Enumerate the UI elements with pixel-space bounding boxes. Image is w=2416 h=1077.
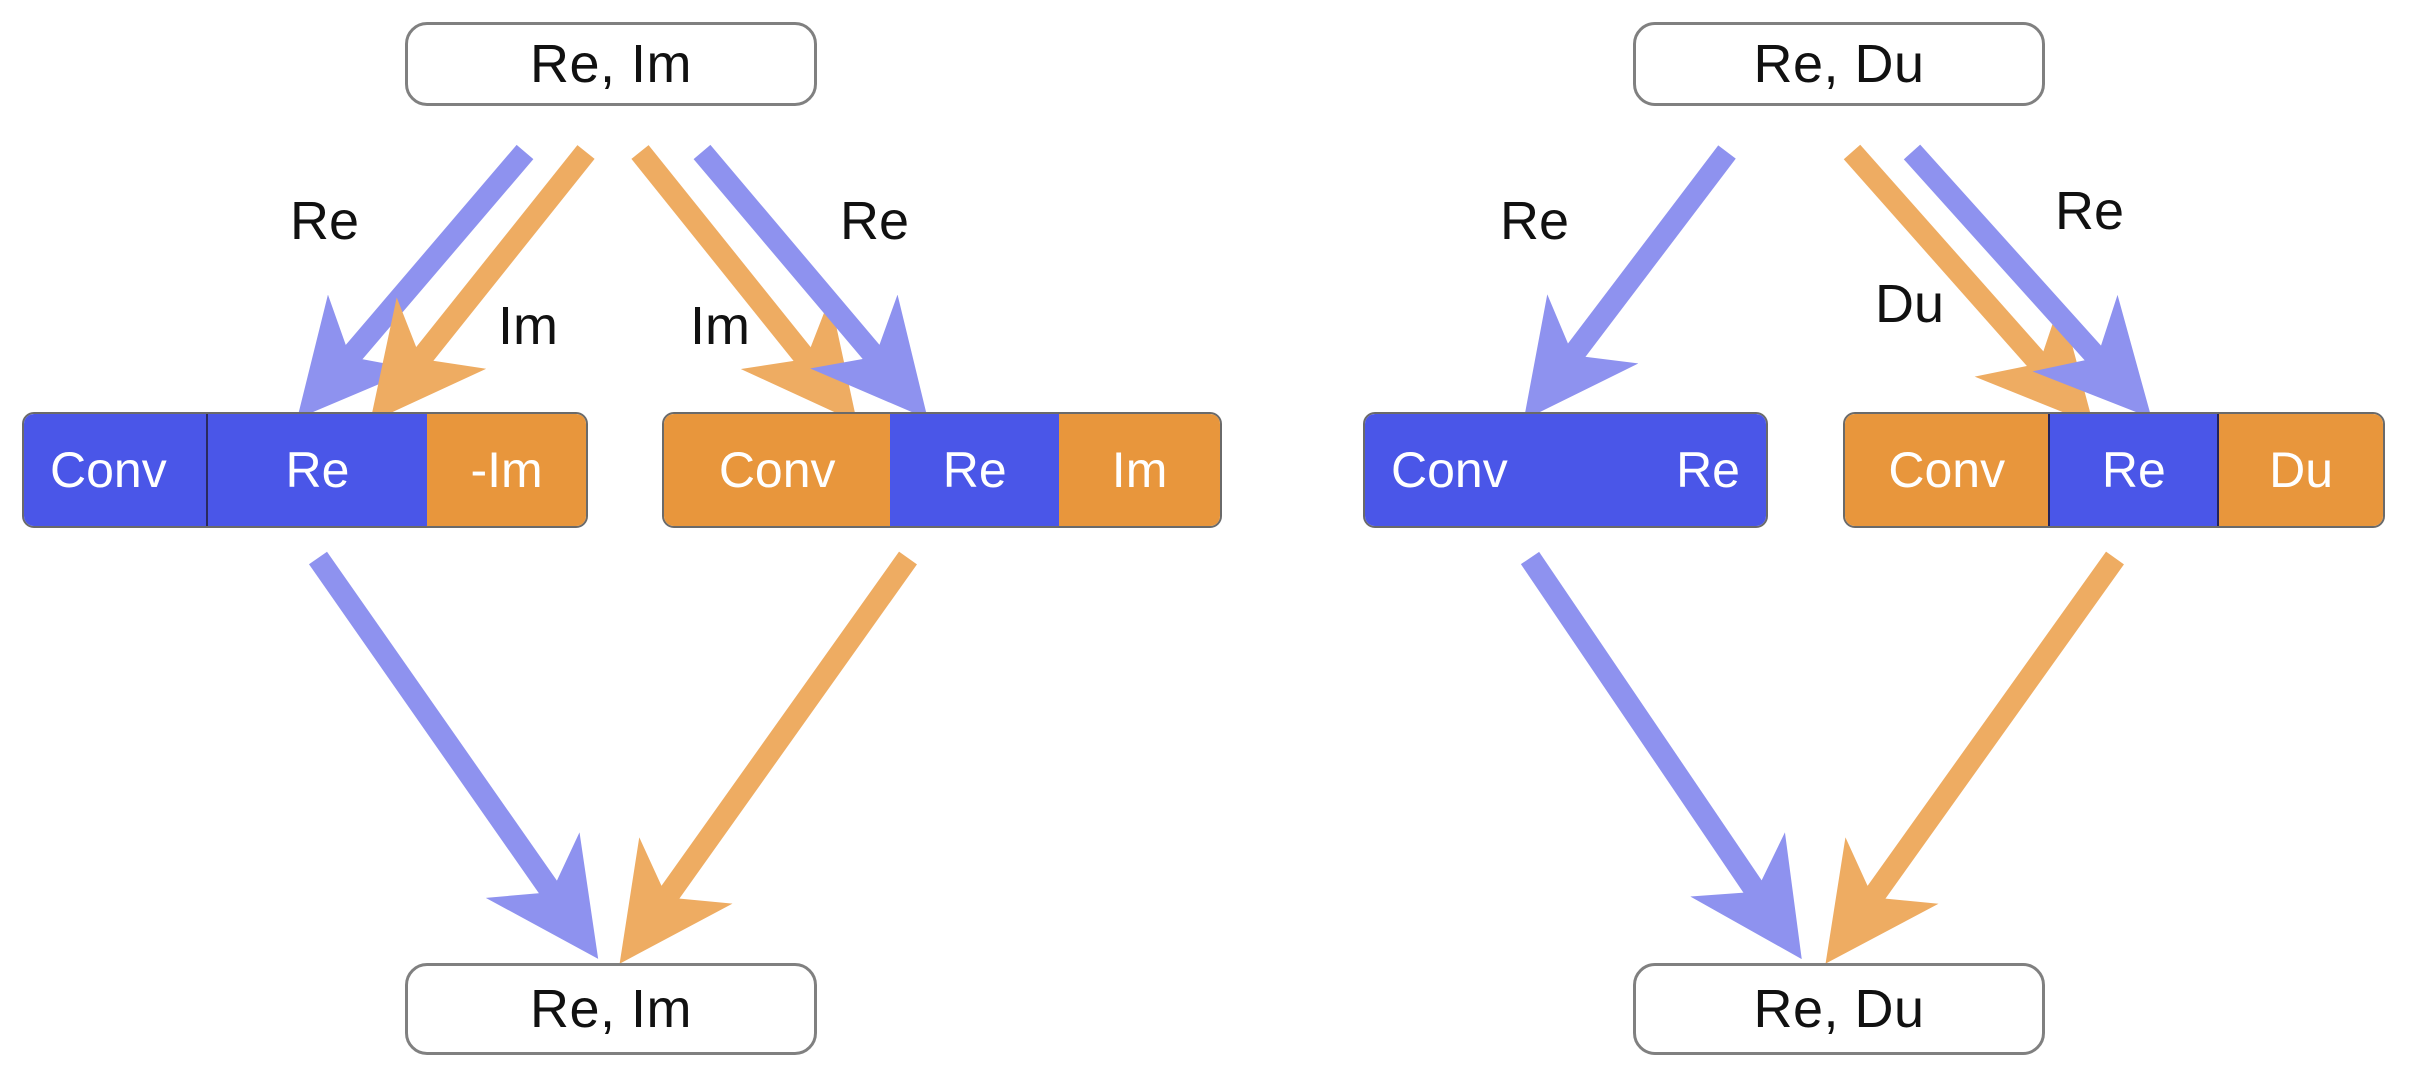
left-input-box[interactable]: Re, Im <box>405 22 817 106</box>
right-edge-label-re-1: Re <box>1500 191 1570 251</box>
block-conv-re-du[interactable]: Conv Re Du <box>1843 412 2385 528</box>
segment-re: Re <box>1612 414 1766 526</box>
left-edge-label-im-1: Im <box>498 296 558 356</box>
right-diagram-bottom-arrows <box>1520 551 2124 964</box>
right-output-label: Re, Du <box>1753 979 1925 1039</box>
arrow-block3-to-output <box>1520 551 1802 960</box>
arrow-block1-to-output <box>308 551 599 959</box>
segment-du: Du <box>2217 414 2383 526</box>
right-output-box[interactable]: Re, Du <box>1633 963 2045 1055</box>
block-conv-re-blue[interactable]: Conv Re <box>1363 412 1768 528</box>
left-edge-label-re-2: Re <box>840 191 910 251</box>
left-diagram-top-arrows <box>297 144 928 423</box>
arrow-block2-to-output <box>619 551 917 964</box>
left-edge-label-re-1: Re <box>290 191 360 251</box>
segment-conv: Conv <box>664 414 891 526</box>
left-diagram-bottom-arrows <box>308 551 917 964</box>
left-output-label: Re, Im <box>529 979 693 1039</box>
segment-conv: Conv <box>1365 414 1613 526</box>
block-conv-re-negim[interactable]: Conv Re -Im <box>22 412 588 528</box>
left-edge-label-im-2: Im <box>690 296 750 356</box>
right-edge-label-re-2: Re <box>2055 181 2125 241</box>
arrow-im-to-block2 <box>631 145 858 423</box>
block-conv-re-im[interactable]: Conv Re Im <box>662 412 1222 528</box>
right-input-label: Re, Du <box>1753 34 1925 94</box>
segment-re: Re <box>890 414 1060 526</box>
right-input-box[interactable]: Re, Du <box>1633 22 2045 106</box>
segment-neg-im: -Im <box>427 414 586 526</box>
arrow-block4-to-output <box>1825 551 2124 964</box>
left-output-box[interactable]: Re, Im <box>405 963 817 1055</box>
arrow-re-to-block3 <box>1523 145 1736 421</box>
segment-conv: Conv <box>24 414 206 526</box>
segment-re: Re <box>205 414 428 526</box>
right-edge-label-du: Du <box>1875 274 1945 334</box>
segment-re: Re <box>2048 414 2218 526</box>
left-input-label: Re, Im <box>529 34 693 94</box>
arrow-im-to-block1 <box>370 145 595 423</box>
segment-im: Im <box>1059 414 1220 526</box>
right-diagram-top-arrows <box>1523 144 2152 425</box>
segment-conv: Conv <box>1845 414 2049 526</box>
arrow-re-to-block1 <box>297 144 534 419</box>
